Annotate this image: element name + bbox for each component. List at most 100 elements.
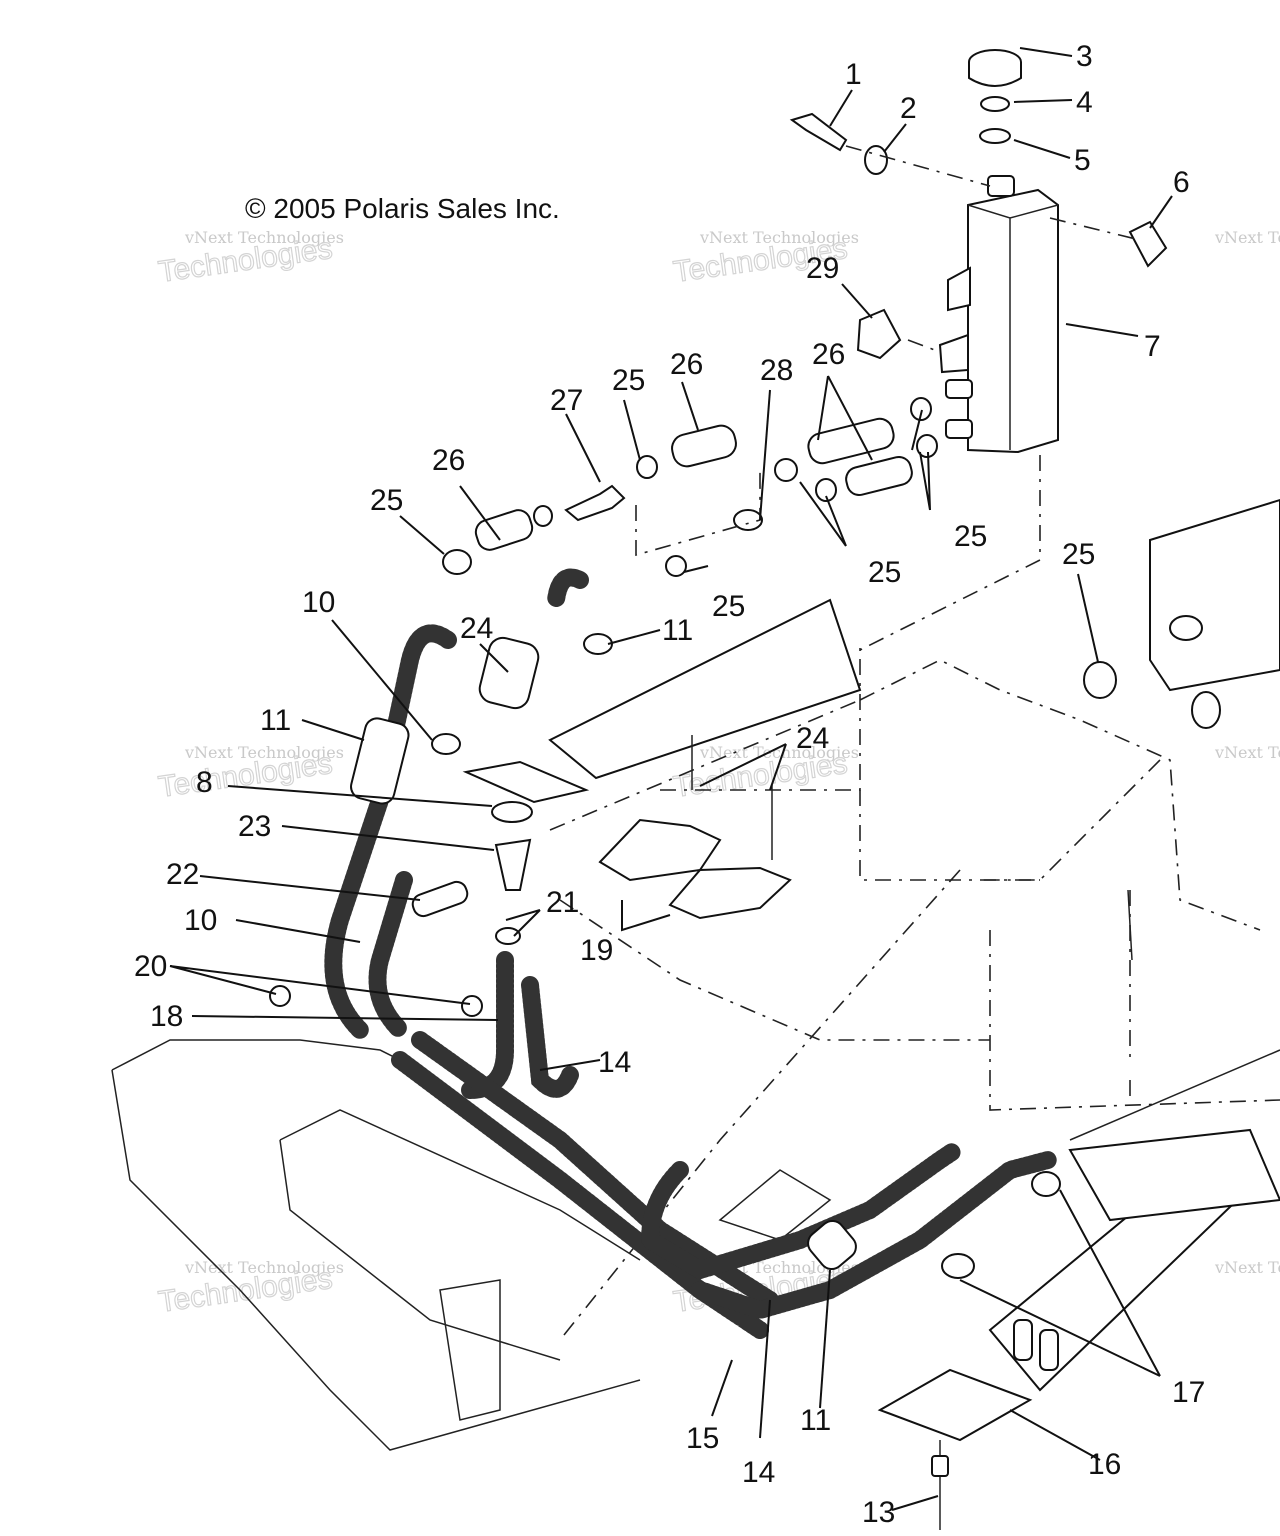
tunnel-edge bbox=[279, 1139, 561, 1361]
chassis-outline bbox=[559, 659, 1280, 1341]
mount-plate bbox=[877, 1368, 1033, 1442]
tunnel bbox=[111, 1039, 832, 1451]
tank-tab bbox=[938, 333, 969, 374]
callout-label: 2 bbox=[900, 92, 917, 125]
rod bbox=[1069, 1049, 1280, 1141]
hose-clamp bbox=[431, 733, 461, 755]
callout-label: 10 bbox=[184, 904, 217, 937]
tank-tab bbox=[947, 266, 971, 312]
hose-clamp bbox=[1191, 691, 1221, 729]
hose-row bbox=[442, 397, 938, 577]
bleed-valve bbox=[411, 880, 469, 918]
tunnel-edge bbox=[111, 1069, 641, 1451]
callout-label: 25 bbox=[868, 556, 901, 589]
rivet bbox=[691, 735, 773, 860]
rivet bbox=[1127, 889, 1133, 961]
callout-label: 11 bbox=[662, 614, 693, 647]
hose-clamp bbox=[774, 458, 798, 482]
callout-label: 14 bbox=[598, 1046, 631, 1079]
level-sender bbox=[856, 308, 902, 360]
reservoir-assembly bbox=[789, 49, 1168, 651]
callout-label: 15 bbox=[686, 1422, 719, 1455]
bracket-plate bbox=[548, 598, 862, 780]
callout-label: 4 bbox=[1076, 86, 1093, 119]
rail-bushing bbox=[1169, 615, 1203, 641]
hose-section bbox=[807, 417, 895, 465]
watermark-text: vNext Technologies bbox=[699, 228, 859, 247]
watermark-text: vNext Technologies bbox=[1214, 743, 1280, 762]
hose-section bbox=[845, 455, 913, 497]
watermark-text: vNext Technologies bbox=[1214, 1258, 1280, 1277]
screw-head bbox=[931, 1455, 949, 1477]
callout-label: 5 bbox=[1074, 144, 1091, 177]
callout-label: 17 bbox=[1172, 1376, 1205, 1409]
assembly-line bbox=[907, 339, 941, 353]
callout-label: 25 bbox=[712, 590, 745, 623]
chassis-line bbox=[559, 869, 961, 1341]
hose-clamp bbox=[636, 455, 658, 479]
callout-label: 25 bbox=[612, 364, 645, 397]
callout-label: 24 bbox=[796, 722, 829, 755]
watermark-text: vNext Technologies bbox=[1214, 228, 1280, 247]
callout-label: 23 bbox=[238, 810, 271, 843]
callout-label: 3 bbox=[1076, 40, 1093, 73]
coolant-hose bbox=[391, 1051, 769, 1339]
callout-label: 10 bbox=[302, 586, 335, 619]
chassis-line bbox=[859, 790, 1040, 881]
callout-label: 26 bbox=[670, 348, 703, 381]
callout-label: 22 bbox=[166, 858, 199, 891]
callout-label: 16 bbox=[1088, 1448, 1121, 1481]
tunnel-block bbox=[439, 1279, 501, 1421]
left-hoses bbox=[269, 568, 613, 1099]
callout-label: 26 bbox=[812, 338, 845, 371]
coolant-hose bbox=[324, 624, 457, 1039]
tank-fitting bbox=[945, 419, 973, 439]
callout-label: 13 bbox=[862, 1496, 895, 1529]
hose-clamp bbox=[269, 985, 291, 1007]
assembly-line bbox=[859, 455, 1041, 651]
chassis-line bbox=[980, 759, 1161, 881]
callout-label: 29 bbox=[806, 252, 839, 285]
cooler-bracket bbox=[718, 1169, 832, 1241]
hose-section bbox=[671, 424, 737, 468]
hose-clamp bbox=[1031, 1171, 1061, 1197]
watermark-text: vNext Technologies bbox=[699, 743, 859, 762]
mount-bracket bbox=[668, 866, 792, 920]
callout-label: 20 bbox=[134, 950, 167, 983]
rail-nipple bbox=[1039, 1329, 1059, 1371]
bleed-bracket bbox=[462, 760, 590, 804]
hose-clamp bbox=[941, 1253, 975, 1279]
bottom-plate bbox=[877, 1368, 1033, 1530]
frame-rails bbox=[941, 498, 1280, 1392]
reservoir-tank bbox=[967, 188, 1059, 454]
tank-neck bbox=[987, 175, 1015, 197]
assembly-line bbox=[635, 470, 761, 557]
washer bbox=[864, 145, 888, 175]
hose-clamp bbox=[916, 434, 938, 458]
callout-label: 28 bbox=[760, 354, 793, 387]
coolant-hose bbox=[521, 976, 579, 1098]
callouts: 1 2 3 4 5 6 7 29 26 25 27 26 28 26 25 25… bbox=[134, 40, 1205, 1529]
hose-clamp bbox=[442, 549, 472, 575]
hose-clamp bbox=[910, 397, 932, 421]
callout-label: 11 bbox=[800, 1404, 831, 1437]
tee-fitting bbox=[494, 838, 532, 891]
mount-bolt bbox=[789, 112, 848, 152]
hose-coupler bbox=[478, 636, 540, 710]
callout-label: 18 bbox=[150, 1000, 183, 1033]
hose-clamp bbox=[815, 478, 837, 502]
cap-ring bbox=[979, 128, 1011, 144]
callout-label: 26 bbox=[432, 444, 465, 477]
tank-edge bbox=[967, 204, 1059, 450]
hose-clamp bbox=[533, 505, 553, 527]
callout-label: 25 bbox=[370, 484, 403, 517]
callout-label: 21 bbox=[546, 886, 579, 919]
callout-label: 27 bbox=[550, 384, 583, 417]
coolant-hose bbox=[368, 568, 589, 1039]
hose-clamp bbox=[665, 555, 687, 577]
callout-label: 8 bbox=[196, 766, 213, 799]
rail-nipple bbox=[1013, 1319, 1033, 1361]
chassis-line bbox=[859, 659, 1261, 931]
assembly-line bbox=[549, 699, 861, 831]
hose-clamp bbox=[461, 995, 483, 1017]
